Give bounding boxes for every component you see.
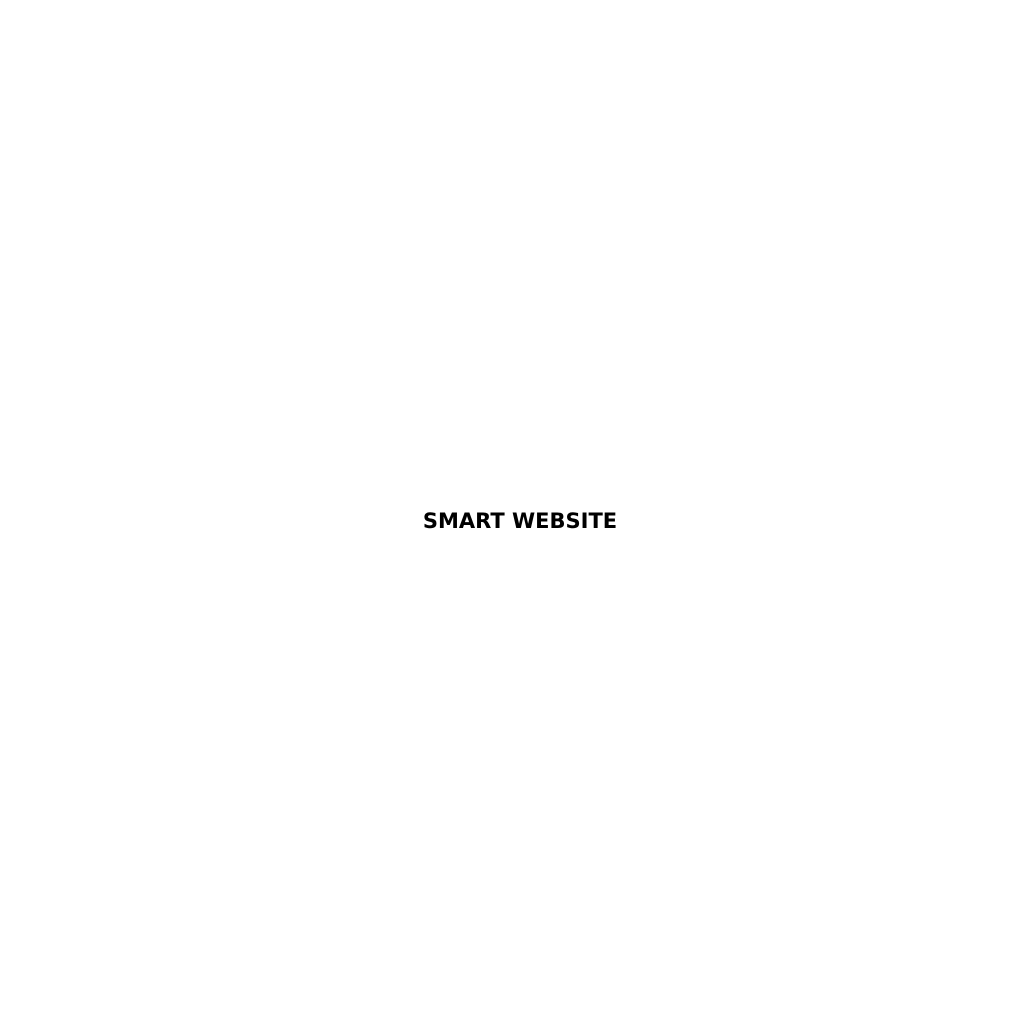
page-title: SMART WEBSITE (422, 509, 618, 533)
